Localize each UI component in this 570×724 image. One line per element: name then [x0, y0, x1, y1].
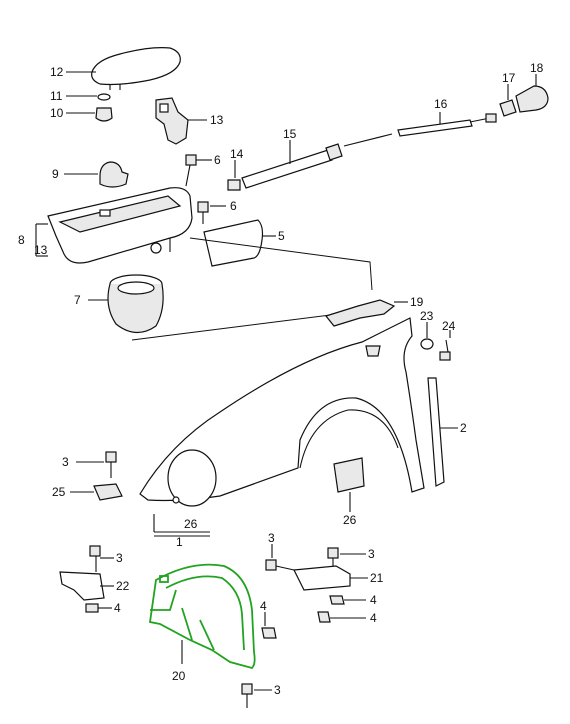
label-6a: 6 — [214, 153, 221, 167]
label-9: 9 — [52, 167, 59, 181]
label-3e: 3 — [274, 683, 281, 697]
part-1-fender — [139, 317, 425, 507]
part-24-bolt — [439, 330, 451, 361]
label-12: 12 — [50, 65, 64, 79]
part-18-knob — [515, 74, 549, 113]
label-4a: 4 — [114, 601, 121, 615]
part-26-cover — [333, 457, 365, 512]
part-10-nut — [66, 107, 113, 122]
label-8: 8 — [18, 233, 25, 247]
label-4b: 4 — [260, 599, 267, 613]
part-19-strip — [324, 299, 408, 327]
part-13-hinge — [155, 97, 207, 145]
label-14: 14 — [230, 147, 244, 161]
part-22-bracket — [59, 571, 114, 601]
label-21: 21 — [370, 571, 384, 585]
label-26a: 26 — [184, 517, 198, 531]
part-11-washer — [66, 93, 111, 101]
label-13b: 13 — [34, 243, 48, 257]
label-25: 25 — [52, 485, 66, 499]
part-25-clip — [70, 483, 123, 501]
label-20: 20 — [172, 669, 186, 683]
part-6-screw-upper — [185, 154, 212, 187]
label-22: 22 — [116, 579, 130, 593]
part-9-bump-stop — [64, 161, 129, 188]
part-8-filler-housing — [35, 187, 193, 264]
part-3-screw-center — [265, 544, 295, 571]
label-11: 11 — [50, 89, 63, 103]
part-6-screw-lower — [197, 201, 226, 224]
label-19: 19 — [410, 295, 424, 309]
label-10: 10 — [50, 106, 64, 120]
label-15: 15 — [283, 127, 297, 141]
part-4-nut-right-lower — [317, 611, 366, 623]
part-7-filler-neck — [88, 274, 164, 334]
part-3-screw-bottom — [241, 683, 272, 708]
part-20-wheelhouse-liner-highlighted — [148, 563, 256, 670]
part-12-fuel-flap — [66, 47, 181, 90]
part-3-screw-bracket-left — [89, 545, 114, 572]
part-16-cable — [343, 112, 497, 147]
label-18: 18 — [530, 61, 544, 75]
part-5-panel — [203, 219, 276, 267]
part-3-screw-left — [76, 451, 117, 478]
label-26b: 26 — [343, 513, 357, 527]
label-3d: 3 — [368, 547, 375, 561]
part-4-nut-right-upper — [329, 595, 366, 605]
label-16: 16 — [434, 97, 448, 111]
label-2: 2 — [460, 421, 467, 435]
label-3c: 3 — [268, 531, 275, 545]
label-23: 23 — [420, 309, 434, 323]
label-1: 1 — [176, 535, 183, 549]
label-13a: 13 — [210, 113, 224, 127]
part-14-nut — [227, 160, 241, 191]
label-26-bracket — [153, 514, 210, 537]
label-17: 17 — [502, 71, 516, 85]
label-5: 5 — [278, 229, 285, 243]
label-24: 24 — [442, 319, 456, 333]
part-15-hose — [241, 140, 343, 189]
part-21-bracket — [293, 565, 368, 591]
label-3a: 3 — [62, 455, 69, 469]
part-17-coupling — [499, 84, 517, 117]
label-4c: 4 — [370, 593, 377, 607]
part-4-nut-center — [261, 612, 277, 639]
label-6b: 6 — [230, 199, 237, 213]
part-4-nut-left — [85, 603, 112, 613]
part-2-seal — [427, 377, 458, 487]
label-7: 7 — [74, 293, 81, 307]
label-4d: 4 — [370, 611, 377, 625]
label-3b: 3 — [116, 551, 123, 565]
part-23-washer — [420, 322, 434, 350]
